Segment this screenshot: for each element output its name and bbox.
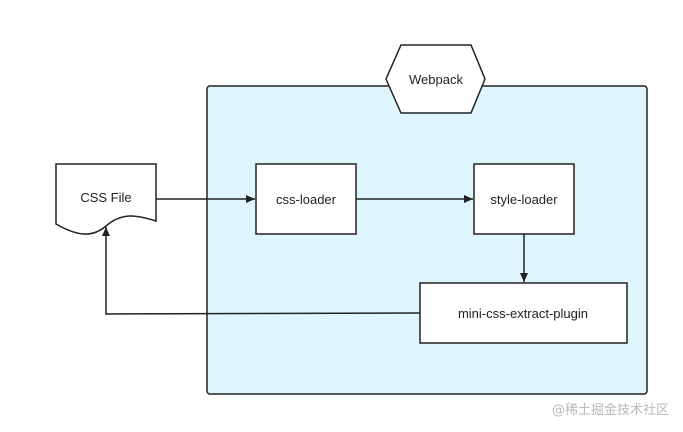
- css-file-label: CSS File: [80, 190, 131, 205]
- webpack-label: Webpack: [409, 72, 463, 87]
- css-file-node: [55, 163, 157, 235]
- edge-mini-css-extract-plugin-to-css-file: [102, 227, 421, 315]
- css-loader-node: [255, 163, 357, 235]
- mini-css-extract-plugin-node: [419, 282, 628, 344]
- webpack-container: [206, 85, 648, 395]
- mini-css-extract-plugin-label: mini-css-extract-plugin: [458, 306, 588, 321]
- style-loader-label: style-loader: [490, 192, 558, 207]
- webpack-hexagon: [385, 44, 486, 114]
- css-loader-label: css-loader: [276, 192, 337, 207]
- watermark: @稀土掘金技术社区: [552, 402, 669, 418]
